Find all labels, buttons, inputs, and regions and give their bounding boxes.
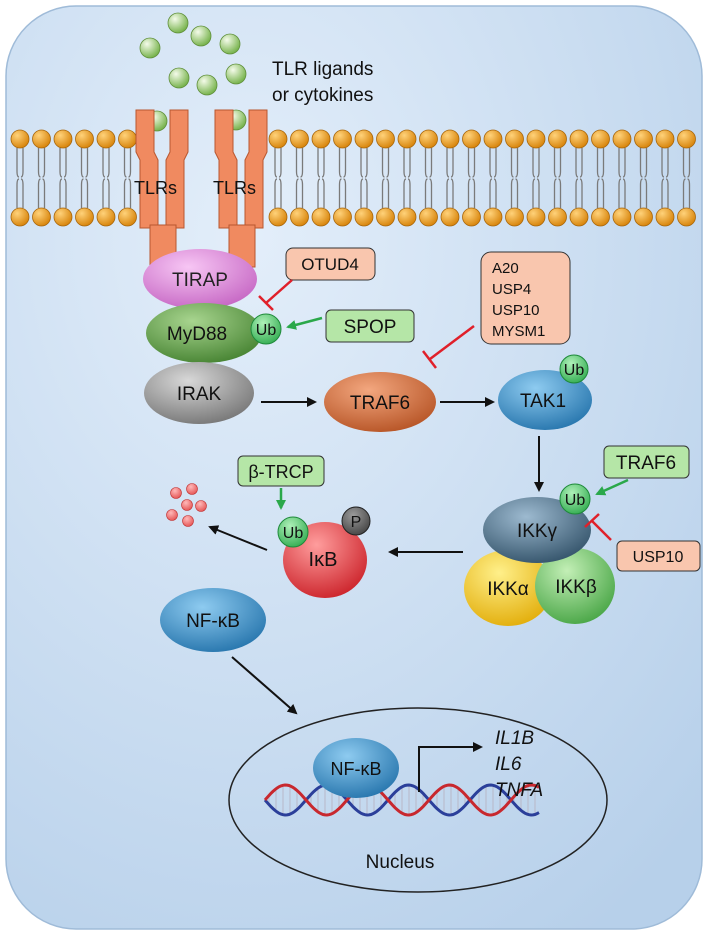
myd88-node	[146, 303, 262, 363]
nfkb-nucleus-label: NF-κB	[331, 759, 382, 779]
traf6-label: TRAF6	[350, 393, 410, 414]
transcription-arrow	[418, 742, 483, 792]
tlr-label-right: TLRs	[213, 178, 256, 198]
dub-mysm1: MYSM1	[492, 323, 545, 340]
tak1-label: TAK1	[520, 391, 566, 412]
traf6-node	[324, 372, 436, 432]
nfkb-cytoplasm-label: NF-κB	[186, 611, 240, 632]
dub-inhibition-line	[422, 325, 475, 369]
ligand-label-line1: TLR ligands	[272, 59, 373, 80]
tak1-node	[498, 370, 592, 430]
arrow-ikb-degradation	[208, 525, 268, 551]
nucleus-label: Nucleus	[366, 852, 435, 873]
spop-label: SPOP	[344, 317, 397, 338]
ikk-alpha-label: IKKα	[487, 579, 529, 600]
tak1-ub-label: Ub	[564, 362, 585, 379]
tak1-ub-tag	[559, 354, 589, 384]
degraded-ikb-fragments	[166, 483, 207, 527]
ikb-phospho-label: P	[351, 514, 362, 531]
otud4-inhibition-line	[258, 279, 293, 311]
nucleus	[228, 707, 608, 893]
dub-usp4: USP4	[492, 281, 531, 298]
myd88-label: MyD88	[167, 324, 227, 345]
usp10-inhibition-line	[584, 513, 612, 541]
ikk-alpha-node	[464, 550, 552, 626]
spop-box	[325, 309, 415, 343]
ikk-beta-node	[535, 548, 615, 624]
tlr-label-left: TLRs	[134, 178, 177, 198]
otud4-box	[285, 247, 376, 281]
dub-usp10: USP10	[492, 302, 540, 319]
ikb-ub-tag	[277, 516, 309, 548]
arrow-nfkb-to-nucleus	[231, 656, 298, 715]
cell-membrane	[10, 129, 696, 227]
ikk-ub-tag	[559, 483, 591, 515]
irak-label: IRAK	[177, 384, 222, 405]
dub-a20: A20	[492, 260, 519, 277]
ikb-ub-label: Ub	[283, 525, 304, 542]
traf6-e3-label: TRAF6	[616, 453, 676, 474]
tirap-label: TIRAP	[172, 270, 228, 291]
irak-node	[144, 362, 254, 424]
ikk-gamma-label: IKKγ	[517, 521, 558, 542]
gene-il6: IL6	[495, 754, 522, 775]
nfkb-cytoplasm-node	[160, 588, 266, 652]
tlr-receptor-left	[135, 109, 189, 268]
myd88-ub-label: Ub	[256, 322, 277, 339]
myd88-ub-tag	[250, 313, 282, 345]
ikk-ub-label: Ub	[565, 492, 586, 509]
dna-double-helix	[263, 783, 540, 817]
ligand-label-line2: or cytokines	[272, 85, 373, 106]
btrcp-box	[237, 455, 325, 487]
nfkb-nucleus-node	[313, 738, 399, 798]
ikb-label: IκB	[309, 549, 338, 571]
gene-il1b: IL1B	[495, 728, 534, 749]
spop-ubiquitination-arrow	[286, 316, 323, 330]
ikk-beta-label: IKKβ	[555, 577, 597, 598]
traf6-ubiquitination-arrow	[595, 478, 629, 496]
usp10-label: USP10	[633, 549, 684, 566]
traf6-e3-box	[603, 445, 690, 479]
otud4-label: OTUD4	[301, 255, 359, 274]
btrcp-label: β-TRCP	[248, 462, 313, 482]
cell-background	[5, 5, 703, 930]
gene-tnfa: TNFA	[495, 780, 543, 801]
usp10-box	[616, 540, 701, 572]
tirap-node	[143, 249, 257, 309]
ikk-gamma-node	[483, 497, 591, 563]
dub-group-box	[480, 251, 571, 345]
ikb-phospho-tag	[341, 506, 371, 536]
